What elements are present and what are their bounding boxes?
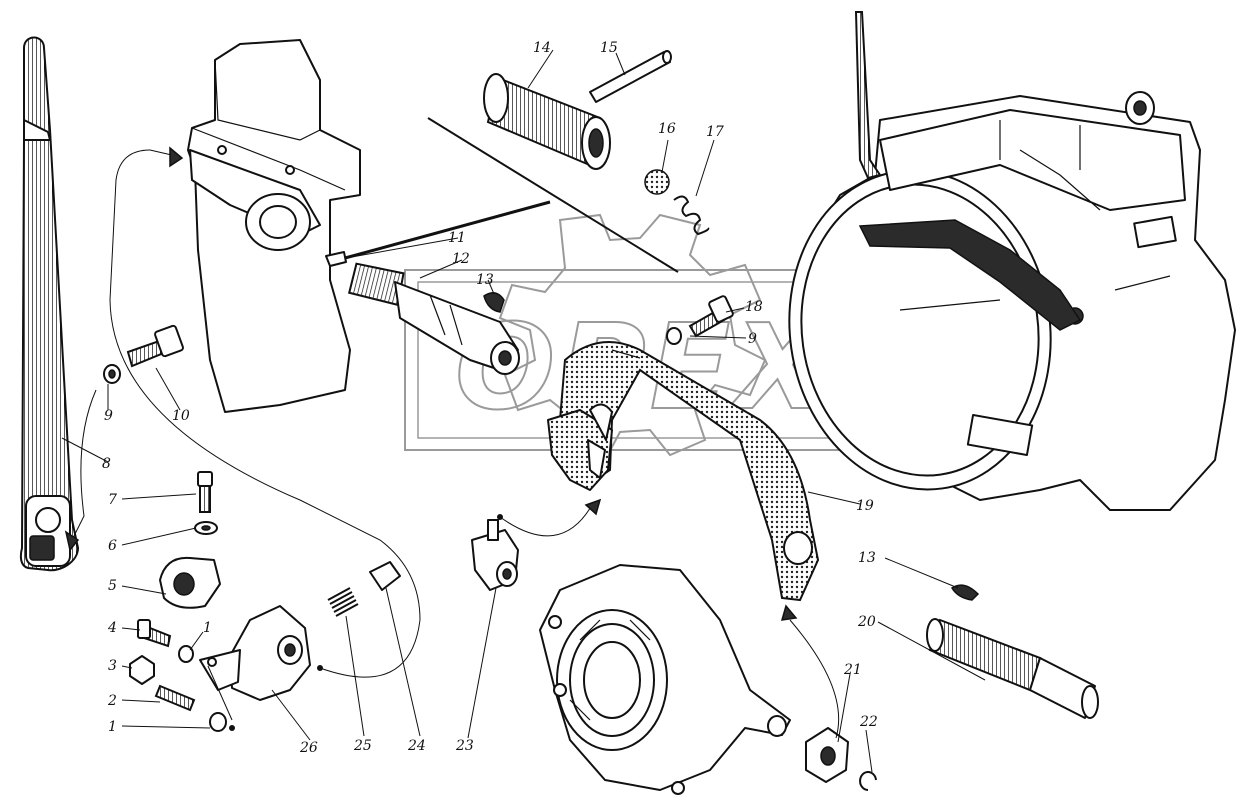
bolt-10 <box>126 324 184 368</box>
callout-1-upper: 1 <box>203 620 212 636</box>
callout-7: 7 <box>108 492 117 508</box>
callout-22: 22 <box>859 714 878 730</box>
screw-2 <box>154 684 196 712</box>
callout-numbers: 14 15 16 17 11 12 13 18 9 19 13 20 21 22… <box>102 40 878 756</box>
release-fork-19 <box>547 341 820 602</box>
callout-1-lower: 1 <box>108 719 117 735</box>
callout-13-right: 13 <box>858 550 876 566</box>
spring-25-icon <box>327 587 359 617</box>
key-13-right <box>950 584 980 601</box>
callout-9-center: 9 <box>748 331 757 347</box>
screw-4 <box>136 619 172 648</box>
callout-23: 23 <box>455 738 474 754</box>
callout-15: 15 <box>600 40 618 56</box>
callout-24: 24 <box>407 738 426 754</box>
watermark-gear-icon <box>498 213 767 462</box>
ring-22 <box>859 771 877 791</box>
washer-1-upper <box>178 645 194 663</box>
bolt-18 <box>688 295 734 338</box>
clutch-housing <box>788 11 1236 511</box>
callout-2: 2 <box>107 693 117 709</box>
shaft-20 <box>926 618 1099 719</box>
pin-15 <box>589 50 672 103</box>
callout-25: 25 <box>353 738 372 754</box>
callout-20: 20 <box>857 614 876 630</box>
spring-17-icon <box>673 195 710 236</box>
assembly-flow-lines <box>64 146 840 739</box>
shaft-12 <box>347 262 520 375</box>
washer-9-center <box>666 327 682 345</box>
callout-12: 12 <box>452 251 470 267</box>
fitting-23 <box>471 519 519 591</box>
callout-leaders <box>61 49 986 773</box>
callout-9-left: 9 <box>104 408 113 424</box>
callout-6: 6 <box>108 538 117 554</box>
plug-24 <box>369 561 401 591</box>
callout-18: 18 <box>745 299 763 315</box>
nut-3 <box>129 655 155 685</box>
washer-1-lower <box>209 712 227 732</box>
callout-13-top: 13 <box>476 272 494 288</box>
clamp-5 <box>159 556 221 609</box>
bolt-7 <box>197 471 213 513</box>
callout-10: 10 <box>172 408 190 424</box>
washer-9-left <box>103 364 121 384</box>
connector-rod <box>344 117 679 273</box>
callout-3: 3 <box>108 658 117 674</box>
lever-8 <box>19 36 80 572</box>
callout-14: 14 <box>533 40 551 56</box>
callout-19: 19 <box>856 498 874 514</box>
callout-11: 11 <box>448 230 466 246</box>
ball-16-icon <box>644 169 670 195</box>
washer-6 <box>194 521 218 535</box>
callout-21: 21 <box>843 662 862 678</box>
callout-5: 5 <box>108 578 117 594</box>
callout-16: 16 <box>658 121 676 137</box>
nut-21 <box>805 727 849 783</box>
callout-4: 4 <box>107 620 117 636</box>
release-bearing-housing <box>539 564 791 795</box>
cover-plate <box>187 39 361 413</box>
callout-26: 26 <box>299 740 318 756</box>
callout-8: 8 <box>102 456 111 472</box>
pin-11 <box>325 251 347 267</box>
key-13-top <box>483 292 505 313</box>
callout-17: 17 <box>706 124 724 140</box>
bracket-26 <box>199 605 311 701</box>
sleeve-14 <box>483 73 611 170</box>
